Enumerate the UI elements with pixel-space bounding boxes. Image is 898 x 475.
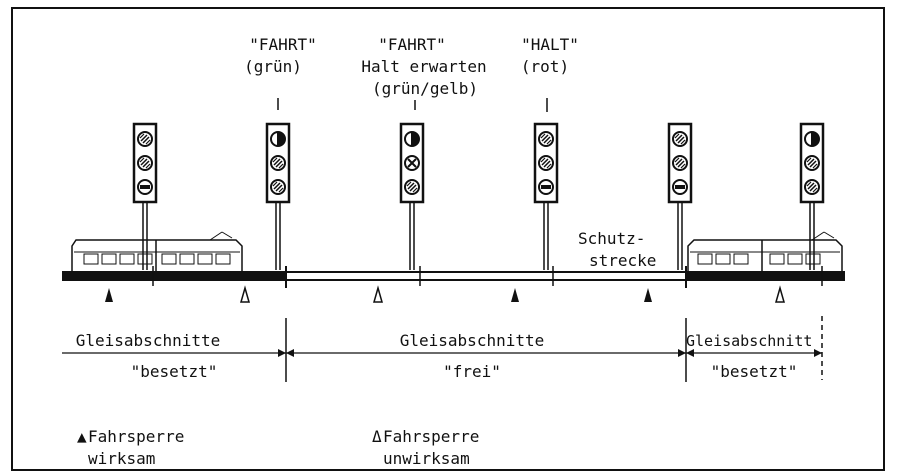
signal-label-line: "HALT" [521, 35, 579, 54]
section-title: Gleisabschnitte [400, 331, 545, 350]
train-stop-active [105, 288, 113, 302]
signal-lamp-stripe [270, 155, 286, 171]
train-right [687, 231, 843, 273]
train-stop-inactive [775, 285, 785, 303]
signal [399, 122, 425, 270]
section-status: "frei" [443, 362, 501, 381]
signal-lamp-stripe [270, 179, 286, 195]
legend-inactive-line: unwirksam [383, 449, 470, 468]
legend-inactive-line: Fahrsperre [383, 427, 479, 446]
signal-lamp-half [404, 131, 420, 147]
train-stop-inactive [373, 285, 383, 303]
legend-active-symbol: ▲ [77, 427, 87, 446]
signal-lamp-stripe [538, 131, 554, 147]
signal-lamp-stripe [538, 155, 554, 171]
signal-lamp-stripe [672, 131, 688, 147]
train-stop-active [644, 288, 652, 302]
signal-lamp-stripe [137, 155, 153, 171]
protection-label-line: strecke [589, 251, 656, 270]
train-stops [105, 285, 785, 303]
track-occupied-left [62, 273, 286, 280]
section-title: Gleisabschnitte [76, 331, 221, 350]
legend-active: ▲ Fahrsperre wirksam [77, 427, 184, 468]
signal-lamp-minus [672, 179, 688, 195]
signal-lamp-stripe [404, 179, 420, 195]
signal [533, 122, 559, 270]
signal-label-line: (rot) [521, 57, 569, 76]
protection-label-line: Schutz- [578, 229, 645, 248]
section-title: Gleisabschnitt [686, 332, 812, 350]
signal-label-line: Halt erwarten [361, 57, 486, 76]
section-status: "besetzt" [131, 362, 218, 381]
signal-lamp-half [804, 131, 820, 147]
signal-lamp-minus [137, 179, 153, 195]
signal [132, 122, 158, 270]
signal-lamp-minus [538, 179, 554, 195]
signal-lamp-stripe [672, 155, 688, 171]
signal-label-line: (grün) [244, 57, 302, 76]
signal-label-fahrt-halt-erwarten: "FAHRT" Halt erwarten (grün/gelb) [361, 35, 487, 110]
signal-lamp-cross [404, 155, 420, 171]
section-middle: Gleisabschnitte "frei" [286, 331, 686, 381]
signal-lamp-half [270, 131, 286, 147]
signal-lamp-stripe [137, 131, 153, 147]
signal-label-line: "FAHRT" [249, 35, 316, 54]
signal [265, 122, 291, 270]
signal-label-line: (grün/gelb) [372, 79, 478, 98]
signals [132, 122, 825, 270]
legend-active-line: Fahrsperre [88, 427, 184, 446]
track-occupied-right [686, 273, 845, 280]
track [62, 266, 845, 288]
signal [799, 122, 825, 270]
signal-lamp-stripe [804, 179, 820, 195]
legend-inactive-symbol: Δ [372, 427, 382, 446]
section-left: Gleisabschnitte "besetzt" [62, 331, 286, 381]
signal-label-halt-rot: "HALT" (rot) [521, 35, 579, 112]
legend-active-line: wirksam [88, 449, 155, 468]
train-stop-active [511, 288, 519, 302]
signal-lamp-stripe [804, 155, 820, 171]
section-dividers [285, 316, 823, 382]
section-status: "besetzt" [711, 362, 798, 381]
signal-label-fahrt-gruen: "FAHRT" (grün) [244, 35, 317, 110]
signal [667, 122, 693, 270]
section-right: Gleisabschnitt "besetzt" [686, 332, 822, 381]
train-stop-inactive [240, 285, 250, 303]
train-left [71, 231, 243, 273]
signal-label-line: "FAHRT" [378, 35, 445, 54]
legend-inactive: Δ Fahrsperre unwirksam [372, 427, 479, 468]
diagram-frame [11, 7, 885, 471]
